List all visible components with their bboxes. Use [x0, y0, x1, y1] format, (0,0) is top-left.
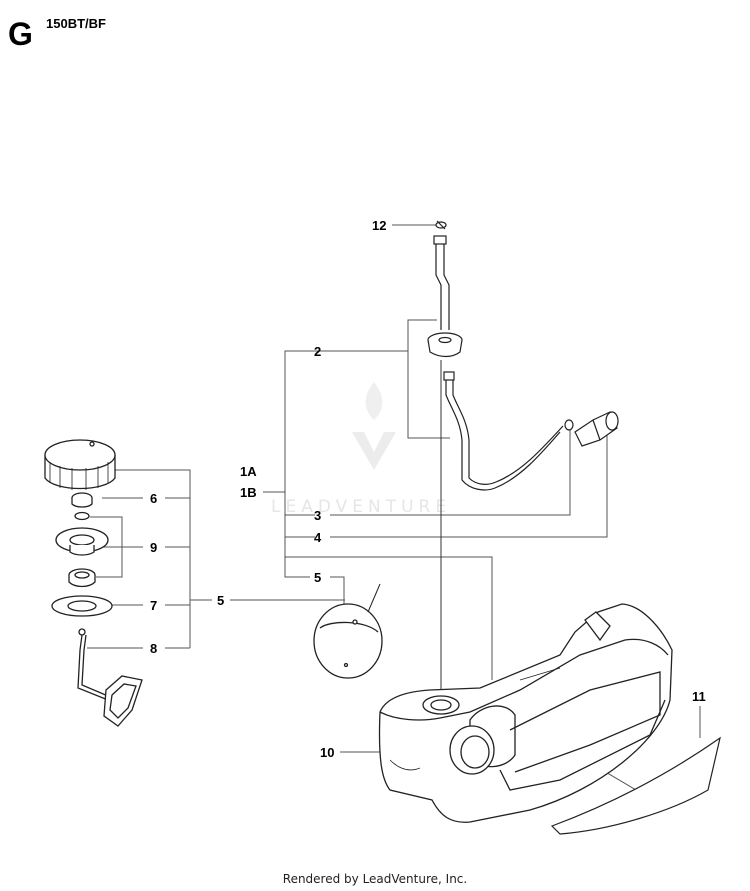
callout-6: 6 [150, 491, 157, 506]
watermark-text: LEADVENTURE [271, 497, 451, 517]
callout-1b: 1B [240, 485, 257, 500]
section-letter: G [8, 16, 33, 52]
callout-1a: 1A [240, 464, 257, 479]
callout-labels: 12 2 1A 1B 3 4 5 5 6 9 7 8 10 11 [150, 218, 706, 760]
part-4-fuel-filter [564, 411, 619, 447]
part-12-clip [435, 220, 447, 230]
callout-12: 12 [372, 218, 386, 233]
model-name: 150BT/BF [46, 16, 106, 31]
callout-7: 7 [150, 598, 157, 613]
callout-11: 11 [692, 689, 706, 704]
callout-3: 3 [314, 508, 321, 523]
part-5-fuel-cap-center [313, 583, 383, 679]
callout-5-cap: 5 [217, 593, 224, 608]
callout-4: 4 [314, 530, 322, 545]
part-10-fuel-tank [378, 603, 673, 823]
callout-2: 2 [314, 344, 321, 359]
footer-credit: Rendered by LeadVenture, Inc. [282, 872, 468, 886]
callout-5-filter: 5 [314, 570, 321, 585]
leader-lines [87, 224, 701, 791]
callout-9: 9 [150, 540, 157, 555]
callout-10: 10 [320, 745, 334, 760]
part-2-hose-assembly [427, 235, 564, 491]
part-5-cap-assembly [44, 439, 143, 727]
callout-8: 8 [150, 641, 157, 656]
watermark-logo: LEADVENTURE [271, 382, 451, 517]
part-11-decal [550, 736, 721, 835]
